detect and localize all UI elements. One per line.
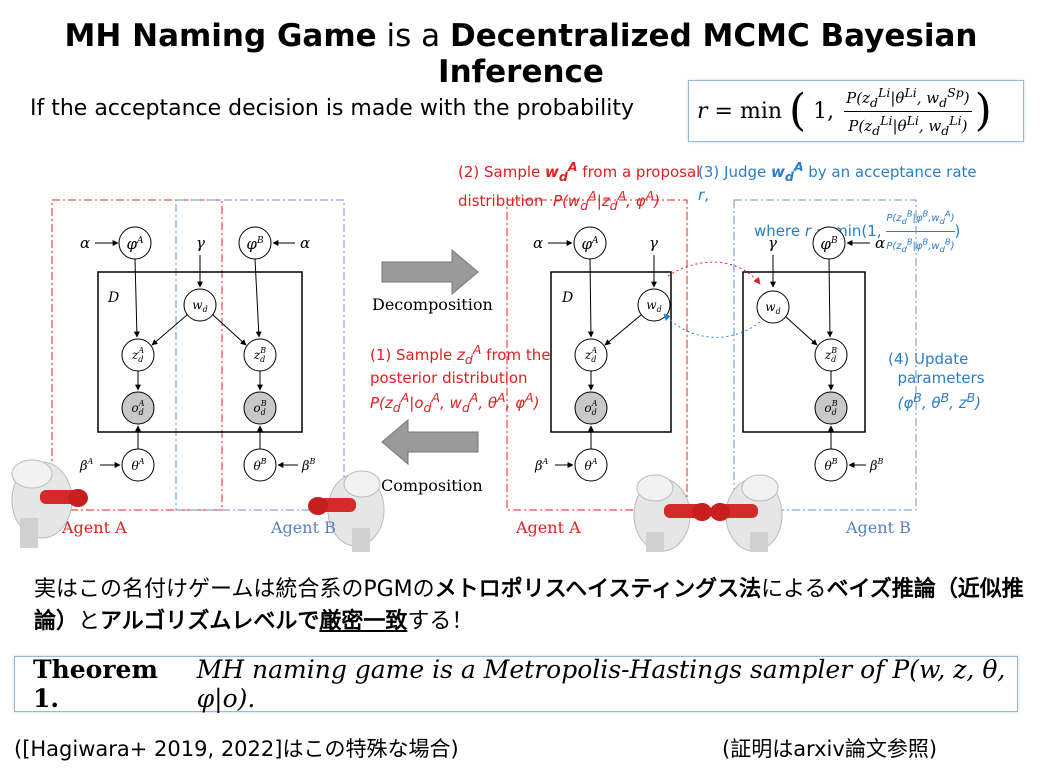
step2-note: (2) Sample wdA from a proposal distribut… xyxy=(458,159,701,213)
svg-text:zdB: zdB xyxy=(824,346,837,364)
agent-b-frame xyxy=(175,199,345,511)
od-a-node xyxy=(121,391,155,425)
right-agent-a: D α φA γ wd zdA odA θA βA xyxy=(506,199,688,511)
step1-note: (1) Sample zdA from the posterior distri… xyxy=(370,342,551,415)
svg-text:odA: odA xyxy=(131,399,144,417)
svg-text:βA: βA xyxy=(534,457,549,474)
page-title: MH Naming Game is a Decentralized MCMC B… xyxy=(64,18,978,90)
agent-a-frame xyxy=(51,199,223,511)
agent-a-label-left: Agent A xyxy=(62,518,127,537)
robot-right-b xyxy=(710,474,783,552)
svg-text:α: α xyxy=(875,234,885,252)
beta-a: βA xyxy=(79,457,94,474)
svg-text:zdB: zdB xyxy=(253,346,266,364)
acceptance-formula: r = min ( 1, P(zdLi|θLi, wdSp) P(zdLi|θL… xyxy=(688,80,1024,142)
decomposition-arrow xyxy=(381,248,479,296)
agent-a-label-right: Agent A xyxy=(516,518,581,537)
left-model: D α φA γ φB α wd zdA zdB odA odB θA θB xyxy=(51,199,345,511)
composition-arrow xyxy=(381,418,479,466)
svg-text:γ: γ xyxy=(649,234,658,252)
robot-right-a xyxy=(633,474,712,552)
intro-text: If the acceptance decision is made with … xyxy=(30,96,634,121)
svg-text:odA: odA xyxy=(584,399,597,417)
svg-text:D: D xyxy=(561,290,573,306)
composition-label: Composition xyxy=(381,476,483,495)
right-agent-b: γ wd φB α zdB odB θB βB xyxy=(733,199,917,511)
pgm-diagram: D α φA γ φB α wd zdA zdB odA odB θA θB xyxy=(11,199,917,552)
svg-text:zdA: zdA xyxy=(131,346,144,364)
robot-left-a xyxy=(11,459,88,548)
wd-node xyxy=(183,288,217,322)
svg-text:odB: odB xyxy=(824,399,837,417)
decomposition-label: Decomposition xyxy=(372,295,493,314)
footer-left: ([Hagiwara+ 2019, 2022]はこの特殊な場合) xyxy=(14,737,459,761)
agent-b-label-right: Agent B xyxy=(846,518,911,537)
japanese-statement: 実はこの名付けゲームは統合系のPGMのメトロポリスヘイスティングス法によるベイズ… xyxy=(34,577,1024,634)
svg-text:odB: odB xyxy=(253,399,266,417)
od-b-node xyxy=(243,391,277,425)
agent-a-frame-right xyxy=(506,199,688,511)
footer-right: (証明はarxiv論文参照) xyxy=(722,737,938,761)
plate-label: D xyxy=(107,290,119,306)
theorem-label: Theorem 1. xyxy=(33,655,158,713)
svg-text:βB: βB xyxy=(869,457,884,474)
judge-arc xyxy=(663,313,761,338)
theorem-text: MH naming game is a Metropolis-Hastings … xyxy=(196,655,1006,713)
formula-fraction: P(zdLi|θLi, wdSp) P(zdLi|θLi, wdLi) xyxy=(844,84,972,138)
step4-note: (4) Update parameters (φB, θB, zB) xyxy=(888,350,985,412)
beta-b: βB xyxy=(301,457,316,474)
agent-b-label-left: Agent B xyxy=(271,518,336,537)
svg-text:γ: γ xyxy=(768,234,777,252)
proposal-arc xyxy=(667,261,761,285)
svg-text:zdA: zdA xyxy=(584,346,597,364)
gamma-node: γ xyxy=(196,234,205,252)
robot-left-b xyxy=(308,470,385,552)
svg-text:α: α xyxy=(533,234,543,252)
theorem-box: Theorem 1. MH naming game is a Metropoli… xyxy=(14,655,1018,713)
agent-b-frame-right xyxy=(733,199,917,511)
alpha-b: α xyxy=(300,234,310,252)
alpha-a: α xyxy=(80,234,90,252)
